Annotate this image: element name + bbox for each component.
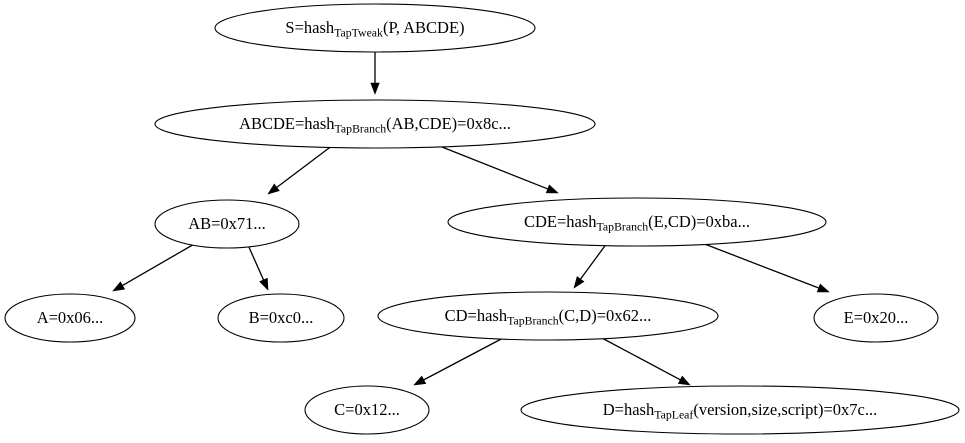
arrowhead-icon <box>677 375 691 386</box>
edge-s-to-abcde <box>370 52 380 95</box>
arrowhead-icon <box>259 277 269 291</box>
edge-line <box>579 242 608 280</box>
edge-cde-to-cd <box>573 242 608 289</box>
node-e[interactable]: E=0x20... <box>813 293 939 343</box>
edge-abcde-to-cde <box>436 144 559 194</box>
node-ellipse <box>520 385 960 435</box>
nodes-layer: S=hashTapTweak(P, ABCDE) ABCDE=hashTapBra… <box>4 3 960 435</box>
node-abcde[interactable]: ABCDE=hashTapBranch(AB,CDE)=0x8c... <box>154 99 596 149</box>
node-cd[interactable]: CD=hashTapBranch(C,D)=0x62... <box>377 291 719 341</box>
edge-abcde-to-ab <box>267 144 334 195</box>
arrowhead-icon <box>573 276 585 289</box>
node-s[interactable]: S=hashTapTweak(P, ABCDE) <box>214 3 536 53</box>
arrowhead-icon <box>267 183 280 195</box>
edge-line <box>423 336 506 381</box>
node-b[interactable]: B=0xc0... <box>217 293 345 343</box>
node-ellipse <box>154 199 300 249</box>
node-label: AB=0x71... <box>188 214 266 233</box>
edge-line <box>276 144 334 188</box>
arrowhead-icon <box>413 375 427 386</box>
edge-line <box>436 144 549 190</box>
arrowhead-icon <box>816 283 830 293</box>
edge-ab-to-b <box>247 244 269 291</box>
node-label: S=hashTapTweak(P, ABCDE) <box>285 18 464 39</box>
node-label: CDE=hashTapBranch(E,CD)=0xba... <box>524 212 750 233</box>
node-ellipse <box>304 385 430 435</box>
node-label: C=0x12... <box>334 400 400 419</box>
node-label: A=0x06... <box>37 308 104 327</box>
node-label: D=hashTapLeaf(version,size,script)=0x7c.… <box>603 400 877 421</box>
node-cde[interactable]: CDE=hashTapBranch(E,CD)=0xba... <box>447 197 827 247</box>
node-ellipse <box>377 291 719 341</box>
node-ellipse <box>813 293 939 343</box>
arrowhead-icon <box>370 82 380 95</box>
node-a[interactable]: A=0x06... <box>4 293 136 343</box>
node-ab[interactable]: AB=0x71... <box>154 199 300 249</box>
edge-line <box>701 242 819 289</box>
arrowhead-icon <box>545 184 559 194</box>
node-ellipse <box>154 99 596 149</box>
edge-ab-to-a <box>112 242 197 292</box>
node-ellipse <box>4 293 136 343</box>
node-label: CD=hashTapBranch(C,D)=0x62... <box>445 306 652 327</box>
edge-line <box>122 242 197 287</box>
node-label: ABCDE=hashTapBranch(AB,CDE)=0x8c... <box>239 114 511 135</box>
edge-cd-to-c <box>413 336 506 386</box>
node-c[interactable]: C=0x12... <box>304 385 430 435</box>
edge-line <box>247 244 265 281</box>
node-label: B=0xc0... <box>249 308 314 327</box>
node-ellipse <box>447 197 827 247</box>
node-label: E=0x20... <box>844 308 909 327</box>
edge-cd-to-d <box>599 336 691 386</box>
node-ellipse <box>214 3 536 53</box>
node-d[interactable]: D=hashTapLeaf(version,size,script)=0x7c.… <box>520 385 960 435</box>
edge-line <box>599 336 681 381</box>
edge-cde-to-e <box>701 242 830 293</box>
arrowhead-icon <box>112 281 126 292</box>
node-ellipse <box>217 293 345 343</box>
edges-layer <box>112 52 830 386</box>
